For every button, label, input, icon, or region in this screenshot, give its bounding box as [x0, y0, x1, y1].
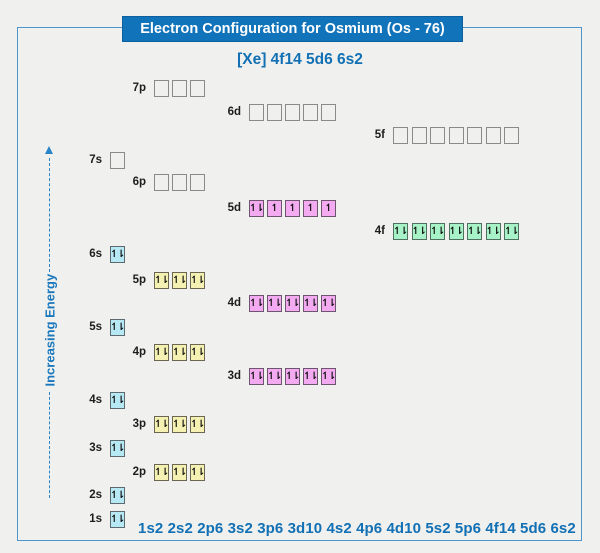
orbital-label-3d: 3d	[227, 370, 241, 382]
orbital-box-5d-2-single: ↿	[267, 200, 282, 217]
orbital-label-6d: 6d	[227, 106, 241, 118]
orbital-label-4f: 4f	[374, 225, 385, 237]
orbital-box-2p-1-paired: ↿⇂	[154, 464, 169, 481]
orbital-box-4p-3-paired: ↿⇂	[190, 344, 205, 361]
orbital-label-3p: 3p	[132, 418, 146, 430]
orbital-box-6s-1-paired: ↿⇂	[110, 246, 125, 263]
orbital-box-5f-1-empty	[393, 127, 408, 144]
orbital-box-6d-2-empty	[267, 104, 282, 121]
page-title: Electron Configuration for Osmium (Os - …	[140, 21, 445, 37]
orbital-box-4d-4-paired: ↿⇂	[303, 295, 318, 312]
orbital-label-5d: 5d	[227, 202, 241, 214]
orbital-box-3d-2-paired: ↿⇂	[267, 368, 282, 385]
orbital-box-3d-4-paired: ↿⇂	[303, 368, 318, 385]
orbital-box-5d-5-single: ↿	[321, 200, 336, 217]
orbital-label-2s: 2s	[89, 489, 102, 501]
orbital-box-3d-3-paired: ↿⇂	[285, 368, 300, 385]
noble-gas-configuration: [Xe] 4f14 5d6 6s2	[237, 51, 363, 68]
orbital-box-4d-1-paired: ↿⇂	[249, 295, 264, 312]
orbital-label-4d: 4d	[227, 297, 241, 309]
orbital-box-7p-2-empty	[172, 80, 187, 97]
orbital-box-2s-1-paired: ↿⇂	[110, 487, 125, 504]
orbital-box-5f-6-empty	[485, 127, 501, 144]
orbital-box-4f-7-paired: ↿⇂	[504, 223, 519, 240]
full-electron-configuration: 1s2 2s2 2p6 3s2 3p6 3d10 4s2 4p6 4d10 5s…	[138, 520, 576, 537]
orbital-label-2p: 2p	[132, 466, 146, 478]
energy-axis-dashed-line-lower	[49, 392, 50, 498]
orbital-box-5f-4-empty	[448, 127, 464, 144]
orbital-box-6p-2-empty	[172, 174, 187, 191]
orbital-box-4d-2-paired: ↿⇂	[267, 295, 282, 312]
orbital-label-4s: 4s	[89, 394, 102, 406]
orbital-box-6d-1-empty	[249, 104, 264, 121]
orbital-label-7p: 7p	[132, 82, 146, 94]
orbital-box-7s-1-empty	[110, 152, 125, 169]
orbital-box-3s-1-paired: ↿⇂	[110, 440, 125, 457]
orbital-box-4p-1-paired: ↿⇂	[154, 344, 169, 361]
orbital-label-6s: 6s	[89, 248, 102, 260]
orbital-box-4p-2-paired: ↿⇂	[172, 344, 187, 361]
orbital-box-3p-3-paired: ↿⇂	[190, 416, 205, 433]
orbital-box-5p-2-paired: ↿⇂	[172, 272, 187, 289]
orbital-label-4p: 4p	[132, 346, 146, 358]
orbital-box-5s-1-paired: ↿⇂	[110, 319, 125, 336]
orbital-box-3p-1-paired: ↿⇂	[154, 416, 169, 433]
orbital-box-3d-5-paired: ↿⇂	[321, 368, 336, 385]
orbital-box-2p-2-paired: ↿⇂	[172, 464, 187, 481]
orbital-box-5f-3-empty	[430, 127, 445, 144]
orbital-box-7p-1-empty	[154, 80, 169, 97]
orbital-box-2p-3-paired: ↿⇂	[190, 464, 205, 481]
orbital-box-4d-3-paired: ↿⇂	[285, 295, 300, 312]
orbital-label-1s: 1s	[89, 513, 102, 525]
energy-arrow-up-icon	[45, 146, 53, 154]
energy-axis-dashed-line-upper	[49, 158, 50, 272]
orbital-box-5f-2-empty	[411, 127, 427, 144]
orbital-box-4f-1-paired: ↿⇂	[393, 223, 408, 240]
orbital-box-5d-3-single: ↿	[285, 200, 300, 217]
orbital-box-6p-1-empty	[154, 174, 169, 191]
orbital-label-3s: 3s	[89, 442, 102, 454]
orbital-box-4s-1-paired: ↿⇂	[110, 392, 125, 409]
orbital-label-5s: 5s	[89, 321, 102, 333]
orbital-label-5f: 5f	[374, 129, 385, 141]
orbital-label-7s: 7s	[89, 154, 102, 166]
orbital-label-6p: 6p	[132, 176, 146, 188]
title-bar: Electron Configuration for Osmium (Os - …	[122, 16, 463, 42]
orbital-box-5p-1-paired: ↿⇂	[154, 272, 169, 289]
orbital-box-5d-1-paired: ↿⇂	[249, 200, 264, 217]
orbital-box-5f-7-empty	[504, 127, 519, 144]
orbital-box-4d-5-paired: ↿⇂	[321, 295, 336, 312]
orbital-box-6d-3-empty	[285, 104, 300, 121]
orbital-box-4f-2-paired: ↿⇂	[411, 223, 427, 240]
orbital-box-3d-1-paired: ↿⇂	[249, 368, 264, 385]
orbital-box-7p-3-empty	[190, 80, 205, 97]
orbital-box-6d-5-empty	[321, 104, 336, 121]
orbital-label-5p: 5p	[132, 274, 146, 286]
orbital-box-4f-4-paired: ↿⇂	[448, 223, 464, 240]
orbital-box-5f-5-empty	[467, 127, 482, 144]
orbital-box-5d-4-single: ↿	[303, 200, 318, 217]
orbital-box-4f-3-paired: ↿⇂	[430, 223, 445, 240]
energy-axis-label: Increasing Energy	[42, 273, 58, 387]
orbital-box-5p-3-paired: ↿⇂	[190, 272, 205, 289]
orbital-box-4f-6-paired: ↿⇂	[485, 223, 501, 240]
orbital-box-6d-4-empty	[303, 104, 318, 121]
orbital-box-3p-2-paired: ↿⇂	[172, 416, 187, 433]
orbital-box-1s-1-paired: ↿⇂	[110, 511, 125, 528]
orbital-box-6p-3-empty	[190, 174, 205, 191]
orbital-box-4f-5-paired: ↿⇂	[467, 223, 482, 240]
